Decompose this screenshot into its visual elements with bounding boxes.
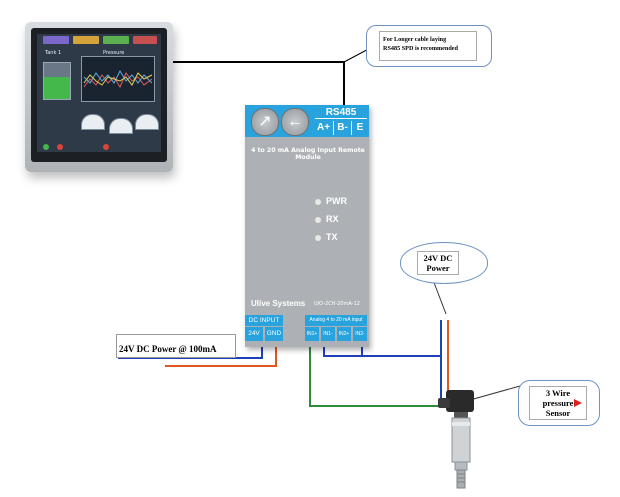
module-brand: Ulive Systems [251, 299, 306, 308]
tank-level-fill [44, 77, 70, 99]
analog-terminal-in2-plus[interactable]: IN2+ [337, 327, 351, 341]
module-top-bar: ↗ ← RS485 A+ B- E [245, 105, 369, 137]
hmi-tab-2[interactable] [73, 36, 99, 44]
power-wire-orange [165, 342, 277, 367]
sensor-pointer [469, 385, 521, 401]
hmi-tab-3[interactable] [103, 36, 129, 44]
supply-line1: 24V DC [423, 253, 453, 263]
supply-callout: 24V DC Power [400, 242, 488, 284]
analog-terminal-in2-minus[interactable]: IN2- [353, 327, 367, 341]
rx-led-label: RX [326, 214, 339, 224]
expand-arrow-icon: ↗ [251, 108, 279, 136]
hmi-trend-chart [81, 56, 155, 102]
sensor-connector [446, 390, 474, 412]
sensor-line2: pressure [542, 398, 574, 408]
dc-terminal-24v[interactable]: 24V [245, 327, 263, 341]
terminal-a-plus[interactable]: A+ [316, 122, 331, 133]
analog-terminal-in1-plus[interactable]: IN1+ [305, 327, 319, 341]
pressure-sensor [438, 390, 474, 489]
terminal-e[interactable]: E [351, 121, 368, 135]
sensor-line1: 3 Wire [545, 388, 571, 398]
sensor-wire-blue-in1minus [323, 342, 442, 400]
rs485-cable [172, 61, 345, 106]
sensor-cable-gland [438, 398, 450, 408]
cable-note-line1: For Longer cable laying [383, 36, 447, 43]
tx-led-label: TX [326, 232, 338, 242]
rs485-label: RS485 [315, 107, 367, 119]
sensor-thread [456, 469, 466, 489]
sensor-callout-box: 3 Wire pressure Sensor [529, 386, 587, 420]
hmi-tab-1[interactable] [43, 36, 69, 44]
hmi-gauge-left [81, 114, 105, 130]
hmi-gauge-mid [109, 118, 133, 134]
dc-terminal-gnd[interactable]: GND [265, 327, 283, 341]
trend-lines [83, 69, 153, 89]
sensor-neck [454, 412, 468, 418]
pwr-led-label: PWR [326, 196, 347, 206]
power-label: 24V DC Power @ 100mA [119, 344, 217, 354]
module-title: 4 to 20 mA Analog Input Remote Module [251, 147, 365, 161]
sensor-line3: Sensor [545, 408, 571, 418]
hmi-touch-panel: Tank 1 Pressure [25, 22, 173, 172]
hmi-screen: Tank 1 Pressure [37, 34, 161, 152]
pwr-led-icon [315, 199, 321, 205]
hmi-tank-gauge [43, 62, 71, 100]
terminal-b-minus[interactable]: B- [333, 121, 351, 135]
cable-note-callout: For Longer cable laying RS485 SPD is rec… [366, 25, 492, 67]
back-arrow-icon: ← [281, 108, 309, 136]
hmi-start-button[interactable] [43, 144, 49, 150]
hmi-tank-label: Tank 1 [45, 50, 62, 56]
cable-note-box: For Longer cable laying RS485 SPD is rec… [379, 31, 477, 61]
analog-input-label: Analog 4 to 20 mA input [305, 315, 367, 326]
rx-led-icon [315, 217, 321, 223]
power-wire-blue [118, 342, 263, 359]
hmi-pressure-label: Pressure [103, 50, 125, 56]
cable-note-line2: RS485 SPD is recommended [383, 45, 458, 52]
sensor-callout: 3 Wire pressure Sensor [518, 380, 600, 426]
supply-callout-box: 24V DC Power [417, 251, 459, 275]
dc-input-label: DC INPUT [245, 315, 283, 326]
red-arrow-icon [574, 399, 582, 407]
sensor-wire-green [309, 342, 441, 407]
tx-led-icon [315, 235, 321, 241]
supply-line2: Power [426, 263, 450, 273]
sensor-hex [454, 461, 468, 471]
hmi-gauge-right [135, 114, 159, 130]
hmi-stop-button[interactable] [57, 144, 63, 150]
power-label-box: 24V DC Power @ 100mA [116, 334, 236, 358]
hmi-tab-4[interactable] [133, 36, 157, 44]
module-model: UIO-2CH-20mA-12 [314, 301, 360, 307]
analog-terminal-in1-minus[interactable]: IN1- [321, 327, 335, 341]
hmi-alarm-button[interactable] [103, 144, 109, 150]
remote-io-module: ↗ ← RS485 A+ B- E 4 to 20 mA Analog Inpu… [245, 105, 369, 347]
